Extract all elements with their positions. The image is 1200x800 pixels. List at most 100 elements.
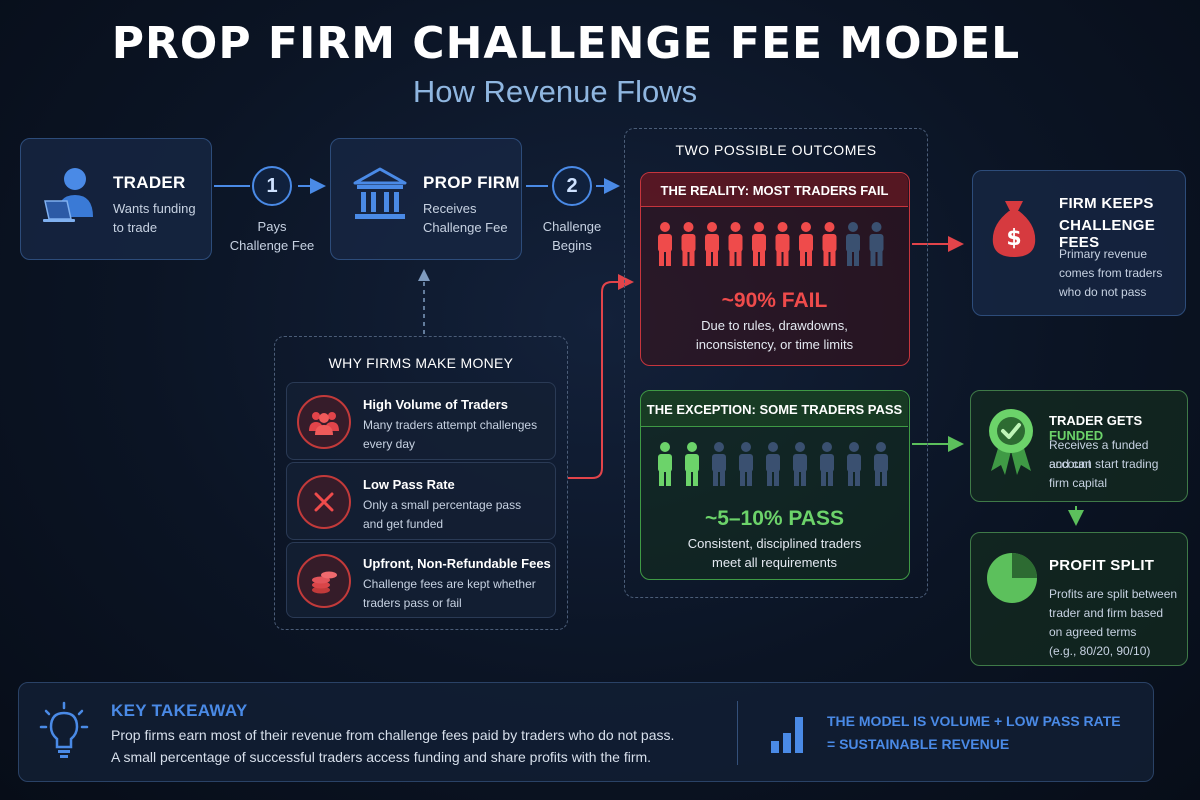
why-item-pass-rate: Low Pass Rate Only a small percentage pa… bbox=[286, 462, 556, 540]
why-item-fees-text-1: Challenge fees are kept whether bbox=[363, 577, 536, 591]
why-item-fees: Upfront, Non-Refundable Fees Challenge f… bbox=[286, 542, 556, 618]
profit-split-card: PROFIT SPLIT Profits are split between t… bbox=[970, 532, 1188, 666]
prop-firm-card: PROP FIRM Receives Challenge Fee bbox=[330, 138, 522, 260]
pass-desc-1: Consistent, disciplined traders bbox=[687, 536, 862, 551]
fail-person-icon bbox=[658, 222, 672, 266]
why-item-fees-text-2: traders pass or fail bbox=[363, 596, 462, 610]
fail-person-icon bbox=[728, 222, 743, 266]
pass-person-icon bbox=[658, 442, 672, 486]
why-item-fees-title: Upfront, Non-Refundable Fees bbox=[363, 556, 551, 571]
model-statement-1: THE MODEL IS VOLUME + LOW PASS RATE bbox=[827, 713, 1121, 729]
step-2-label: Challenge Begins bbox=[522, 217, 622, 255]
prop-firm-desc-1: Receives bbox=[423, 201, 477, 216]
key-takeaway-text-2: A small percentage of successful traders… bbox=[111, 749, 652, 765]
pass-person-icon bbox=[685, 442, 699, 486]
fail-person-icon bbox=[752, 222, 766, 266]
fail-desc-1: Due to rules, drawdowns, bbox=[701, 318, 848, 333]
svg-text:$: $ bbox=[1006, 226, 1021, 251]
pass-desc-2: meet all requirements bbox=[712, 555, 837, 570]
fail-person-icon bbox=[869, 222, 884, 266]
trader-card: TRADER Wants funding to trade bbox=[20, 138, 212, 260]
step-1-label-line-1: Pays bbox=[257, 219, 287, 234]
trader-funded-card: TRADER GETS FUNDED Receives a funded acc… bbox=[970, 390, 1188, 502]
fail-header-bar bbox=[641, 173, 908, 207]
firm-keeps-desc-2: comes from traders bbox=[1059, 266, 1163, 280]
profit-split-title: PROFIT SPLIT bbox=[1049, 557, 1155, 574]
why-item-volume: High Volume of Traders Many traders atte… bbox=[286, 382, 556, 460]
why-item-volume-text-1: Many traders attempt challenges bbox=[363, 418, 538, 432]
trader-desc-1: Wants funding bbox=[113, 201, 196, 216]
pass-person-icon bbox=[874, 442, 888, 486]
trader-laptop-icon bbox=[43, 168, 93, 222]
prop-firm-desc-2: Challenge Fee bbox=[423, 220, 508, 235]
firm-keeps-card: $ FIRM KEEPS CHALLENGE FEES Primary reve… bbox=[972, 170, 1186, 316]
step-1-label-line-2: Challenge Fee bbox=[229, 238, 315, 253]
step-1-badge: 1 bbox=[252, 166, 292, 206]
key-takeaway-title: KEY TAKEAWAY bbox=[111, 701, 248, 720]
fail-stat: ~90% FAIL bbox=[721, 289, 828, 312]
takeaway-divider bbox=[737, 701, 738, 765]
fail-card: THE REALITY: MOST TRADERS FAIL ~90% FAIL… bbox=[640, 172, 910, 366]
pass-header: THE EXCEPTION: SOME TRADERS PASS bbox=[646, 402, 903, 417]
prop-firm-title: PROP FIRM bbox=[423, 173, 520, 192]
fail-person-icon bbox=[846, 222, 860, 266]
model-statement-2: = SUSTAINABLE REVENUE bbox=[827, 736, 1010, 752]
trader-funded-desc-1: Receives a funded account bbox=[1049, 438, 1149, 471]
firm-keeps-title-2: CHALLENGE FEES bbox=[1059, 217, 1156, 251]
outcomes-title: TWO POSSIBLE OUTCOMES bbox=[675, 142, 877, 158]
why-item-volume-title: High Volume of Traders bbox=[363, 397, 508, 412]
money-bag-icon: $ bbox=[992, 201, 1036, 257]
pass-person-icon bbox=[766, 442, 780, 486]
fail-desc-2: inconsistency, or time limits bbox=[695, 337, 854, 352]
fail-person-icon bbox=[775, 222, 790, 266]
pass-people-row bbox=[658, 442, 888, 486]
bar-chart-icon bbox=[771, 717, 803, 753]
pass-person-icon bbox=[793, 442, 807, 486]
key-takeaway-card: KEY TAKEAWAY Prop firms earn most of the… bbox=[18, 682, 1154, 782]
trader-title: TRADER bbox=[113, 173, 186, 192]
why-firms-container bbox=[274, 336, 568, 630]
pass-person-icon bbox=[739, 442, 753, 486]
fail-person-icon bbox=[681, 222, 696, 266]
pass-person-icon bbox=[712, 442, 726, 486]
why-item-pass-rate-text-1: Only a small percentage pass bbox=[363, 498, 522, 512]
bank-icon bbox=[353, 167, 407, 219]
page-subtitle: How Revenue Flows bbox=[412, 74, 698, 109]
award-badge-icon bbox=[989, 409, 1033, 475]
pass-person-icon bbox=[847, 442, 861, 486]
why-item-pass-rate-text-2: and get funded bbox=[363, 517, 444, 531]
page-title: PROP FIRM CHALLENGE FEE MODEL bbox=[111, 18, 1021, 69]
fail-header: THE REALITY: MOST TRADERS FAIL bbox=[660, 183, 889, 198]
trader-funded-title: TRADER GETS FUNDED bbox=[1049, 413, 1187, 443]
trader-funded-title-highlight: FUNDED bbox=[1049, 428, 1104, 443]
pass-card: THE EXCEPTION: SOME TRADERS PASS ~5–10% … bbox=[640, 390, 910, 580]
pass-stat: ~5–10% PASS bbox=[704, 507, 845, 530]
step-2-label-line-2: Begins bbox=[552, 238, 592, 253]
trader-funded-title-prefix: TRADER GETS bbox=[1049, 413, 1143, 428]
fail-person-icon bbox=[799, 222, 813, 266]
profit-split-desc-2: trader and firm based bbox=[1049, 606, 1164, 620]
step-2-badge: 2 bbox=[552, 166, 592, 206]
pass-header-bar bbox=[641, 391, 908, 427]
why-item-volume-text-2: every day bbox=[363, 437, 416, 451]
key-takeaway-text-1: Prop firms earn most of their revenue fr… bbox=[111, 727, 675, 743]
pass-person-icon bbox=[820, 442, 834, 486]
arrow-why-to-fail bbox=[568, 274, 634, 479]
fail-people-row bbox=[658, 222, 884, 266]
firm-keeps-title-1: FIRM KEEPS bbox=[1059, 195, 1154, 212]
step-1-label: Pays Challenge Fee bbox=[222, 217, 322, 255]
step-2-label-line-1: Challenge bbox=[542, 219, 602, 234]
why-item-pass-rate-title: Low Pass Rate bbox=[363, 477, 455, 492]
lightbulb-icon bbox=[39, 701, 89, 758]
trader-funded-desc-2: and can start trading bbox=[1049, 457, 1159, 471]
coins-icon bbox=[297, 554, 351, 608]
trader-desc-2: to trade bbox=[113, 220, 158, 235]
group-icon bbox=[297, 395, 351, 449]
profit-split-desc-4: (e.g., 80/20, 90/10) bbox=[1049, 644, 1151, 658]
profit-split-desc-3: on agreed terms bbox=[1049, 625, 1137, 639]
fail-person-icon bbox=[705, 222, 719, 266]
outcomes-container bbox=[624, 128, 928, 598]
fail-person-icon bbox=[822, 222, 837, 266]
trader-funded-desc-3: firm capital bbox=[1049, 476, 1108, 490]
